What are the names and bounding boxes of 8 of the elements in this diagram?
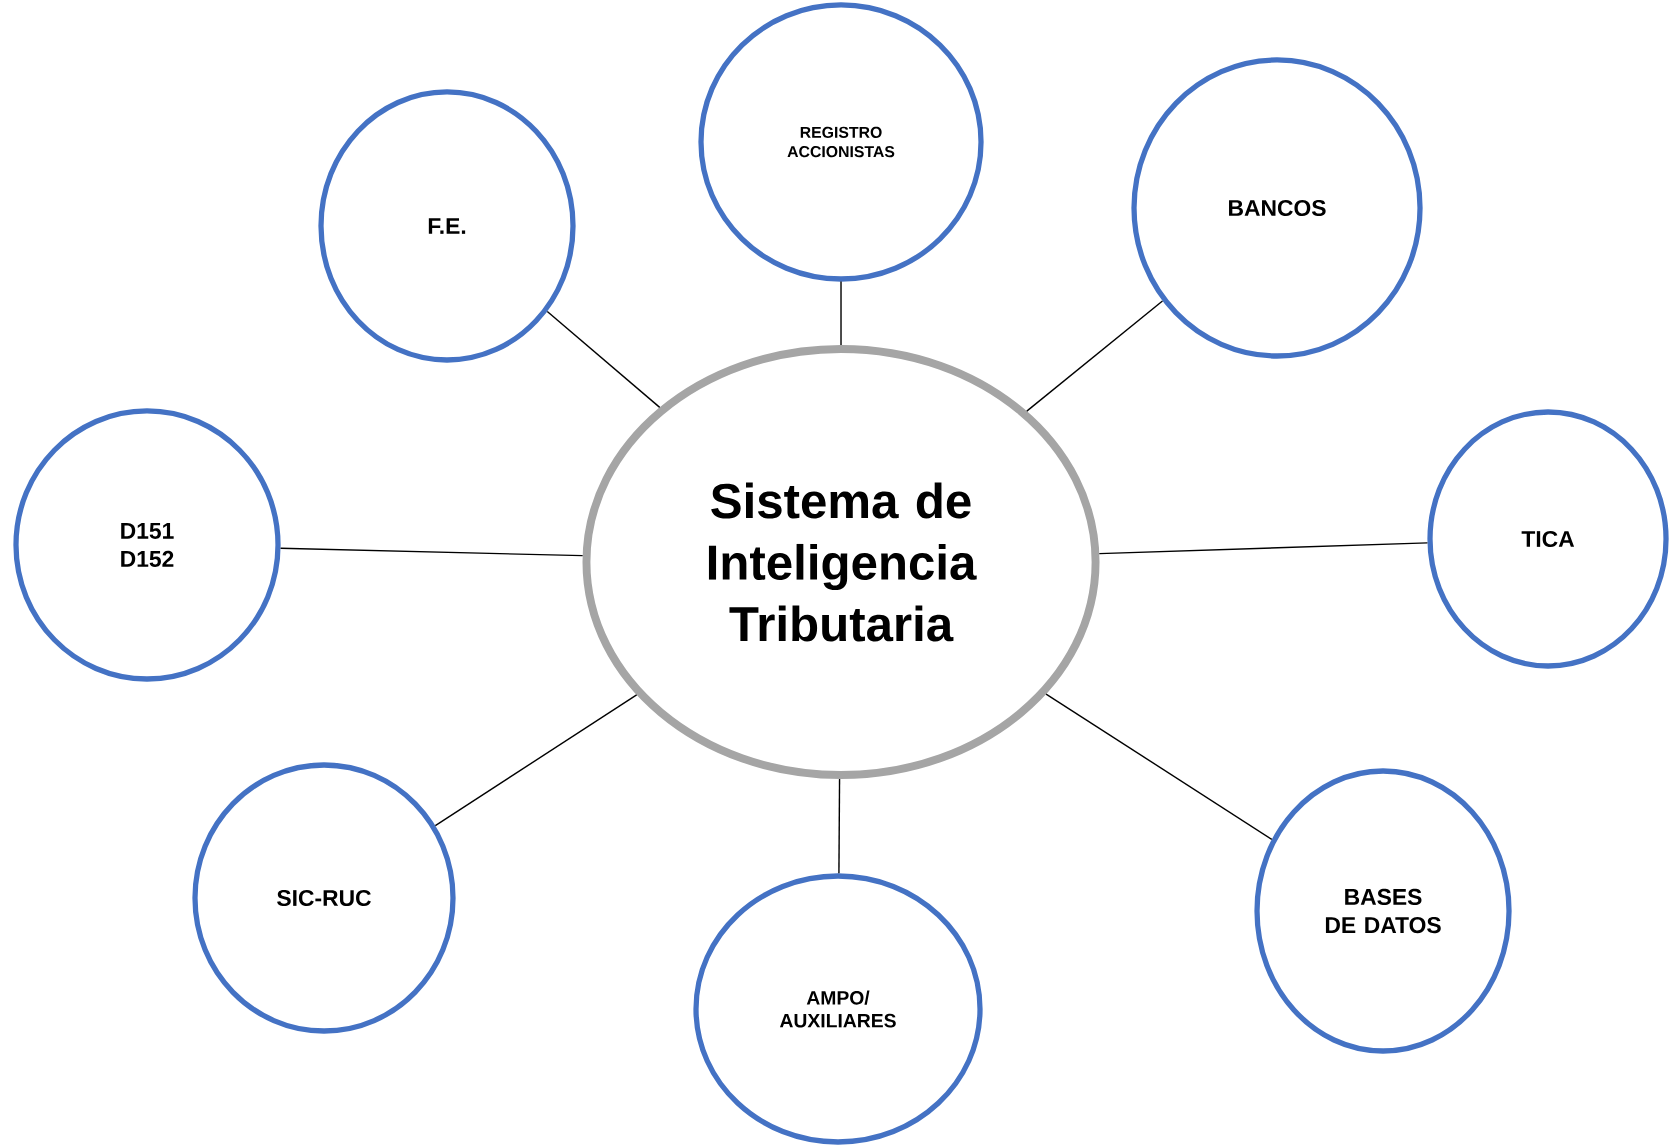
connector-line [279, 547, 584, 557]
connector-line [434, 694, 638, 827]
connector-line [546, 310, 661, 409]
connector-line [838, 778, 841, 875]
connector-line [1045, 693, 1273, 841]
connector-line [1098, 542, 1429, 555]
connector-line [1026, 300, 1164, 412]
connector-line [840, 280, 842, 346]
